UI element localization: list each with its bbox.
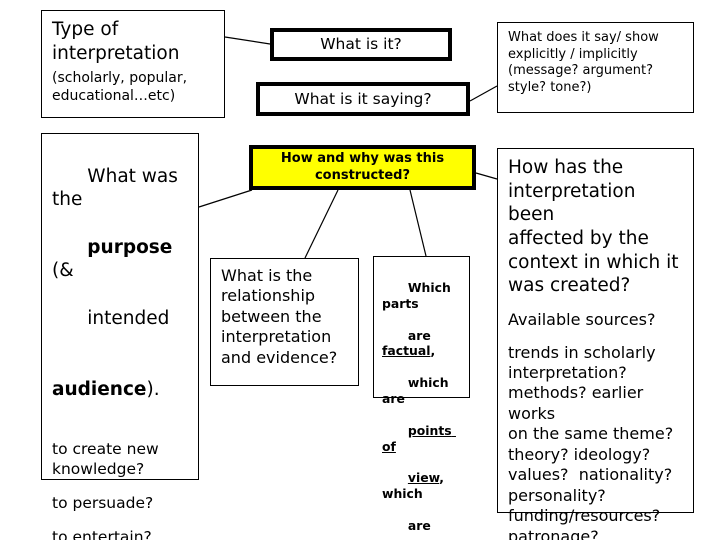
box-explicit-implicit[interactable]: What does it say/ show explicitly / impl… <box>497 22 694 113</box>
context-available-sources: Available sources? <box>508 310 656 330</box>
box-purpose-and-audience[interactable]: What was the purpose (& intended audienc… <box>41 133 199 540</box>
which-parts-seg3: , <box>430 343 436 359</box>
which-parts-seg4: which are <box>382 375 453 406</box>
which-parts-seg6: are <box>407 518 431 533</box>
context-factor-list: trends in scholarly interpretation? meth… <box>508 342 674 540</box>
purpose-heading: What was the purpose (& intended audienc… <box>52 141 189 425</box>
which-parts-view: view <box>407 470 440 486</box>
constructed-line-2: constructed? <box>314 167 411 183</box>
purpose-bold-purpose: purpose <box>87 236 173 258</box>
purpose-item-2: to entertain? to inform? <box>52 527 152 540</box>
constructed-line-1: How and why was this <box>280 151 445 166</box>
which-parts-points-of: points of <box>382 422 456 454</box>
relationship-text: What is the relationship between the int… <box>221 266 338 367</box>
type-line-4: educational…etc) <box>52 88 176 105</box>
type-line-1: Type of <box>52 19 119 40</box>
connector-constructed-to-parts <box>409 189 427 257</box>
which-parts-seg5: , which <box>382 470 449 502</box>
which-parts-text: Which parts are factual, which are point… <box>382 264 463 540</box>
purpose-heading-c: intended <box>87 307 170 329</box>
context-heading: How has the interpretation been affected… <box>508 157 679 297</box>
box-what-is-it-saying[interactable]: What is it saying? <box>256 82 470 116</box>
box-which-parts-factual[interactable]: Which parts are factual, which are point… <box>373 256 470 533</box>
box-how-and-why-constructed[interactable]: How and why was this constructed? <box>249 145 476 190</box>
connector-constructed-to-context <box>475 172 498 180</box>
purpose-heading-a: What was the <box>52 165 184 211</box>
type-line-3: (scholarly, popular, <box>52 70 188 87</box>
box-context-of-creation[interactable]: How has the interpretation been affected… <box>497 148 694 540</box>
which-parts-seg1: Which parts <box>382 279 456 311</box>
type-line-2: interpretation <box>52 42 180 64</box>
connector-saying-to-explicit <box>469 85 498 102</box>
what-is-it-label: What is it? <box>320 35 402 53</box>
purpose-bold-audience: audience <box>52 378 147 400</box>
explicit-line-1: What does it say/ show <box>508 30 659 45</box>
which-parts-factual: factual <box>382 343 431 359</box>
purpose-item-0: to create new knowledge? <box>52 440 159 478</box>
box-what-is-it[interactable]: What is it? <box>270 28 452 61</box>
connector-type-to-whatisit <box>224 36 271 45</box>
connector-constructed-to-relationship <box>304 189 339 259</box>
purpose-heading-b: (& <box>52 236 179 282</box>
explicit-line-2: explicitly / implicitly <box>508 46 638 62</box>
connector-purpose-to-constructed <box>198 189 253 208</box>
box-interpretation-evidence-relationship[interactable]: What is the relationship between the int… <box>210 258 359 386</box>
purpose-item-1: to persuade? <box>52 493 154 512</box>
purpose-heading-d: ). <box>146 378 160 400</box>
box-type-of-interpretation[interactable]: Type of interpretation (scholarly, popul… <box>41 10 225 118</box>
explicit-line-3: (message? argument? <box>508 63 653 79</box>
which-parts-seg2: are <box>407 327 436 343</box>
what-is-it-saying-label: What is it saying? <box>294 90 432 108</box>
explicit-line-4: style? tone?) <box>508 79 592 95</box>
